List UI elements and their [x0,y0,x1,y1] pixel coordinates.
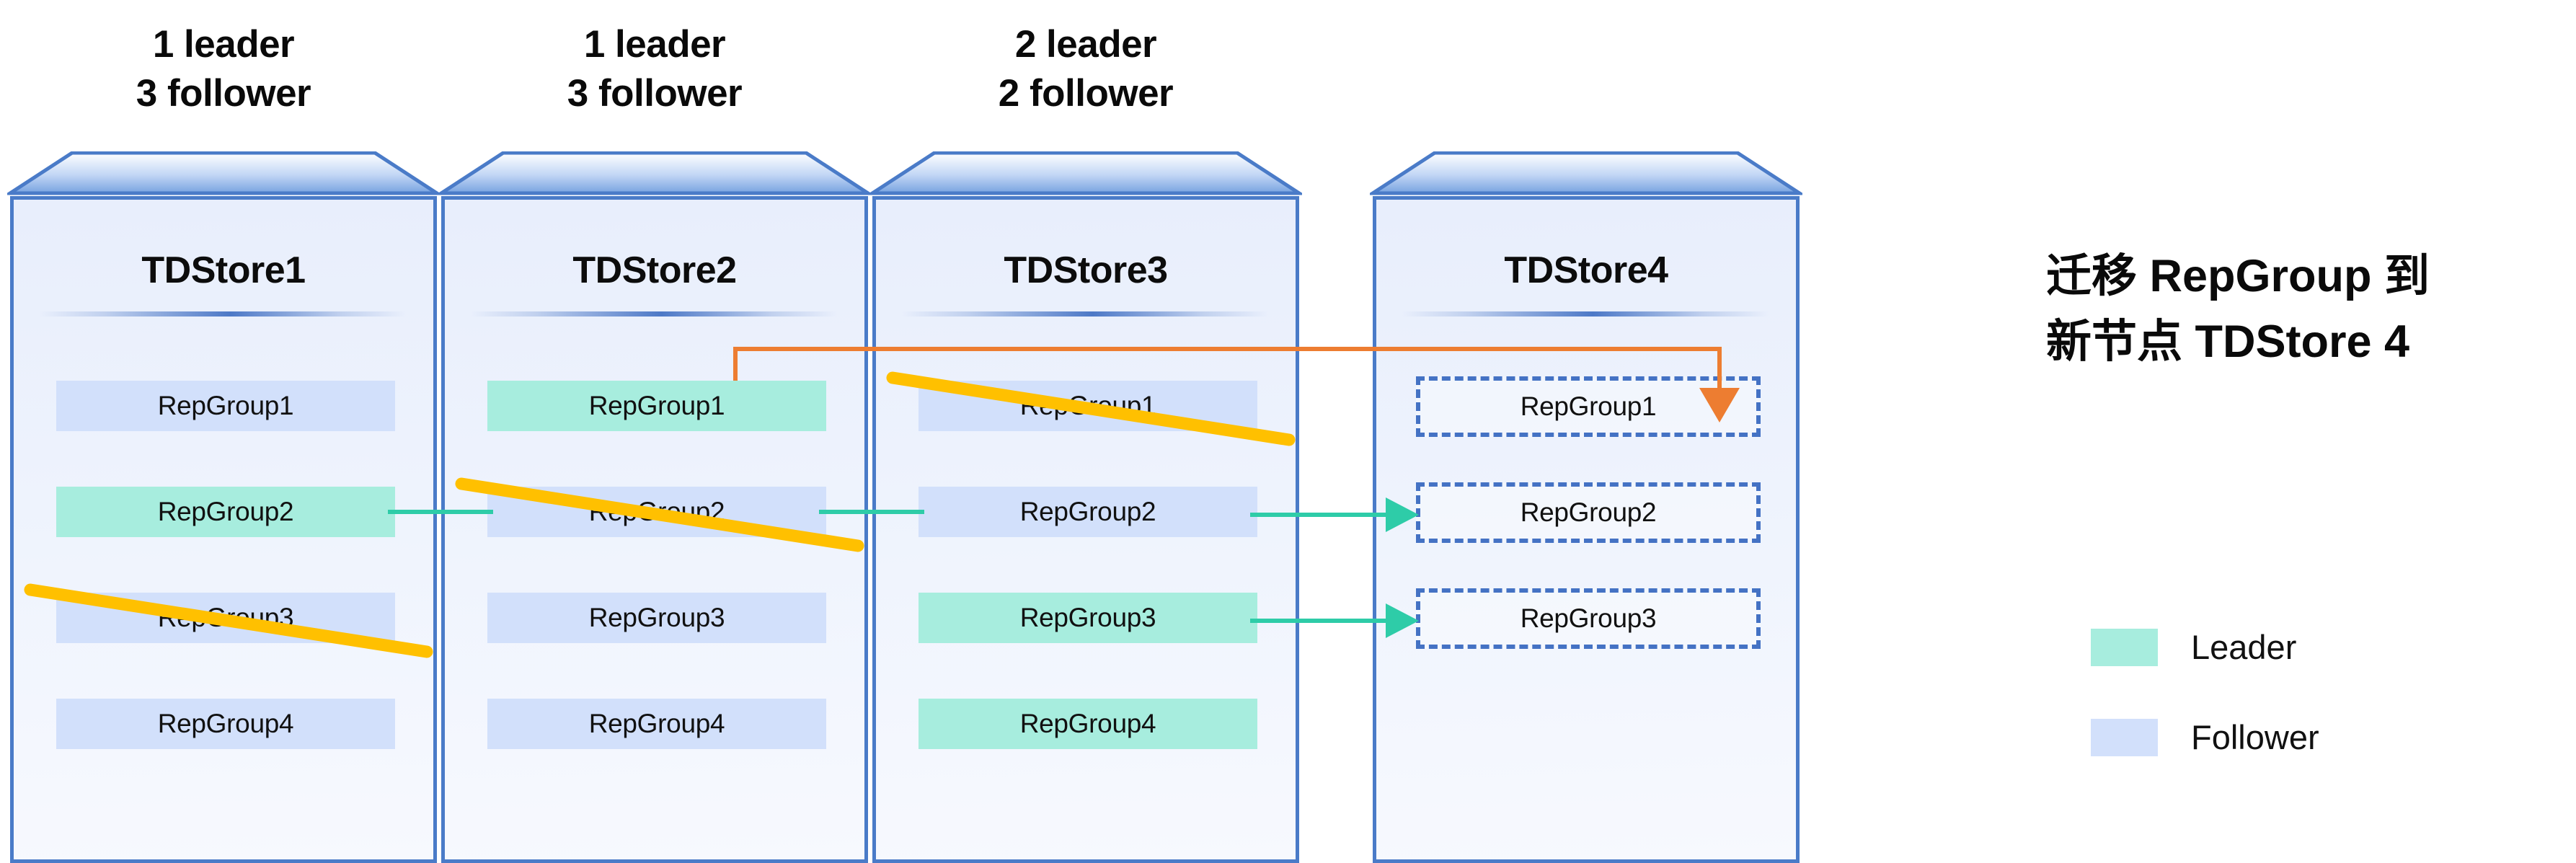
repgroup-label: RepGroup4 [157,709,294,738]
store-caption-tdstore3: 2 leader 2 follower [998,23,1174,115]
repgroup-label: RepGroup1 [588,391,725,420]
repgroup-chip-tdstore1-repgroup2[interactable]: RepGroup2 [56,487,395,537]
legend-label-follower: Follower [2191,718,2319,756]
store-caption-tdstore1: 1 leader 3 follower [136,23,311,115]
repgroup-chip-tdstore3-repgroup3[interactable]: RepGroup3 [919,593,1257,643]
store-divider-tdstore3 [901,311,1269,317]
store-column-tdstore4: TDStore4 RepGroup1 RepGroup2 RepGroup3 [1370,0,1802,863]
repgroup-label: RepGroup1 [1019,391,1156,420]
repgroup-chip-tdstore2-repgroup2[interactable]: RepGroup2 [487,487,826,537]
repgroup-chip-tdstore3-repgroup1[interactable]: RepGroup1 [919,381,1257,431]
repgroup-chip-tdstore1-repgroup3[interactable]: RepGroup3 [56,593,395,643]
legend-swatch-follower [2091,718,2158,756]
legend-item-leader: Leader [2091,627,2296,667]
repgroup-chip-tdstore4-repgroup3[interactable]: RepGroup3 [1416,588,1761,649]
legend-item-follower: Follower [2091,717,2319,757]
store-lid-tdstore3 [869,151,1302,196]
repgroup-label: RepGroup3 [1520,603,1657,633]
repgroup-label: RepGroup3 [157,603,294,632]
store-title-tdstore3: TDStore3 [1004,249,1168,291]
repgroup-label: RepGroup3 [588,603,725,632]
repgroup-label: RepGroup2 [1019,497,1156,526]
store-lid-tdstore1 [7,151,440,196]
repgroup-chip-tdstore4-repgroup2[interactable]: RepGroup2 [1416,482,1761,543]
repgroup-chip-tdstore3-repgroup4[interactable]: RepGroup4 [919,699,1257,749]
store-column-tdstore2: 1 leader 3 follower TDStore2 RepGroup1 R… [438,0,871,863]
legend-label-leader: Leader [2191,628,2297,666]
store-divider-tdstore2 [470,311,838,317]
store-divider-tdstore4 [1402,311,1769,317]
store-divider-tdstore1 [39,311,407,317]
migration-caption: 迁移 RepGroup 到 新节点 TDStore 4 [2046,251,2430,368]
store-title-tdstore1: TDStore1 [141,249,306,291]
store-lid-tdstore4 [1370,151,1802,196]
repgroup-chip-tdstore2-repgroup3[interactable]: RepGroup3 [487,593,826,643]
store-title-tdstore4: TDStore4 [1504,249,1668,291]
repgroup-label: RepGroup3 [1019,603,1156,632]
store-title-tdstore2: TDStore2 [572,249,737,291]
repgroup-label: RepGroup2 [157,497,294,526]
repgroup-label: RepGroup1 [1520,391,1657,421]
repgroup-chip-tdstore2-repgroup4[interactable]: RepGroup4 [487,699,826,749]
store-caption-tdstore2: 1 leader 3 follower [567,23,743,115]
store-column-tdstore3: 2 leader 2 follower TDStore3 RepGroup1 R… [869,0,1302,863]
repgroup-label: RepGroup4 [588,709,725,738]
repgroup-chip-tdstore1-repgroup4[interactable]: RepGroup4 [56,699,395,749]
repgroup-label: RepGroup4 [1019,709,1156,738]
repgroup-label: RepGroup2 [588,497,725,526]
store-column-tdstore1: 1 leader 3 follower TDStore1 RepGroup1 R… [7,0,440,863]
repgroup-chip-tdstore4-repgroup1[interactable]: RepGroup1 [1416,376,1761,437]
repgroup-chip-tdstore3-repgroup2[interactable]: RepGroup2 [919,487,1257,537]
repgroup-chip-tdstore2-repgroup1[interactable]: RepGroup1 [487,381,826,431]
repgroup-label: RepGroup2 [1520,497,1657,527]
repgroup-chip-tdstore1-repgroup1[interactable]: RepGroup1 [56,381,395,431]
legend-swatch-leader [2091,628,2158,666]
store-lid-tdstore2 [438,151,871,196]
repgroup-label: RepGroup1 [157,391,294,420]
